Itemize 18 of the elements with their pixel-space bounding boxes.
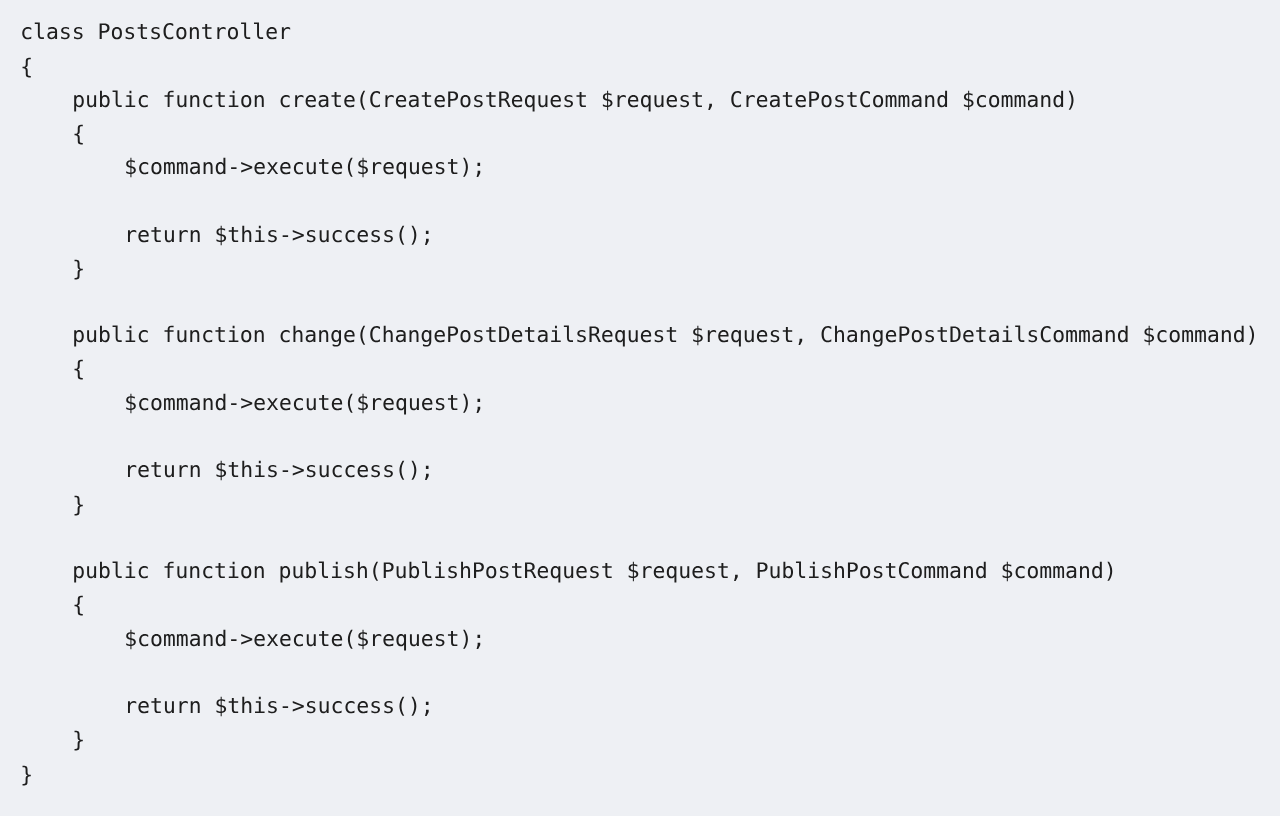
code-line: { — [22, 57, 31, 78]
code-line: $command->execute($request); — [126, 393, 481, 415]
code-line: public function publish(PublishPostRequest $request, PublishPostCommand $command) — [74, 561, 1113, 583]
code-line: { — [74, 124, 83, 145]
code-line: $command->execute($request); — [126, 157, 481, 179]
code-line: return $this->success(); — [128, 460, 429, 481]
code-line: public function change(ChangePostDetailsRequest $request, ChangePostDetailsCommand $command) — [74, 325, 1255, 347]
code-line: class PostsController — [22, 22, 291, 40]
code-line: { — [74, 595, 83, 616]
code-line: public function create(CreatePostRequest $request, CreatePostCommand $command) — [74, 90, 1074, 112]
code-line: } — [22, 765, 31, 786]
code-line: return $this->success(); — [128, 225, 429, 246]
code-line: return $this->success(); — [128, 696, 429, 717]
code-line: } — [74, 730, 83, 751]
code-line: $command->execute($request); — [126, 629, 481, 651]
code-line: } — [74, 259, 83, 280]
code-line: } — [74, 495, 83, 516]
code-line: { — [74, 359, 83, 380]
